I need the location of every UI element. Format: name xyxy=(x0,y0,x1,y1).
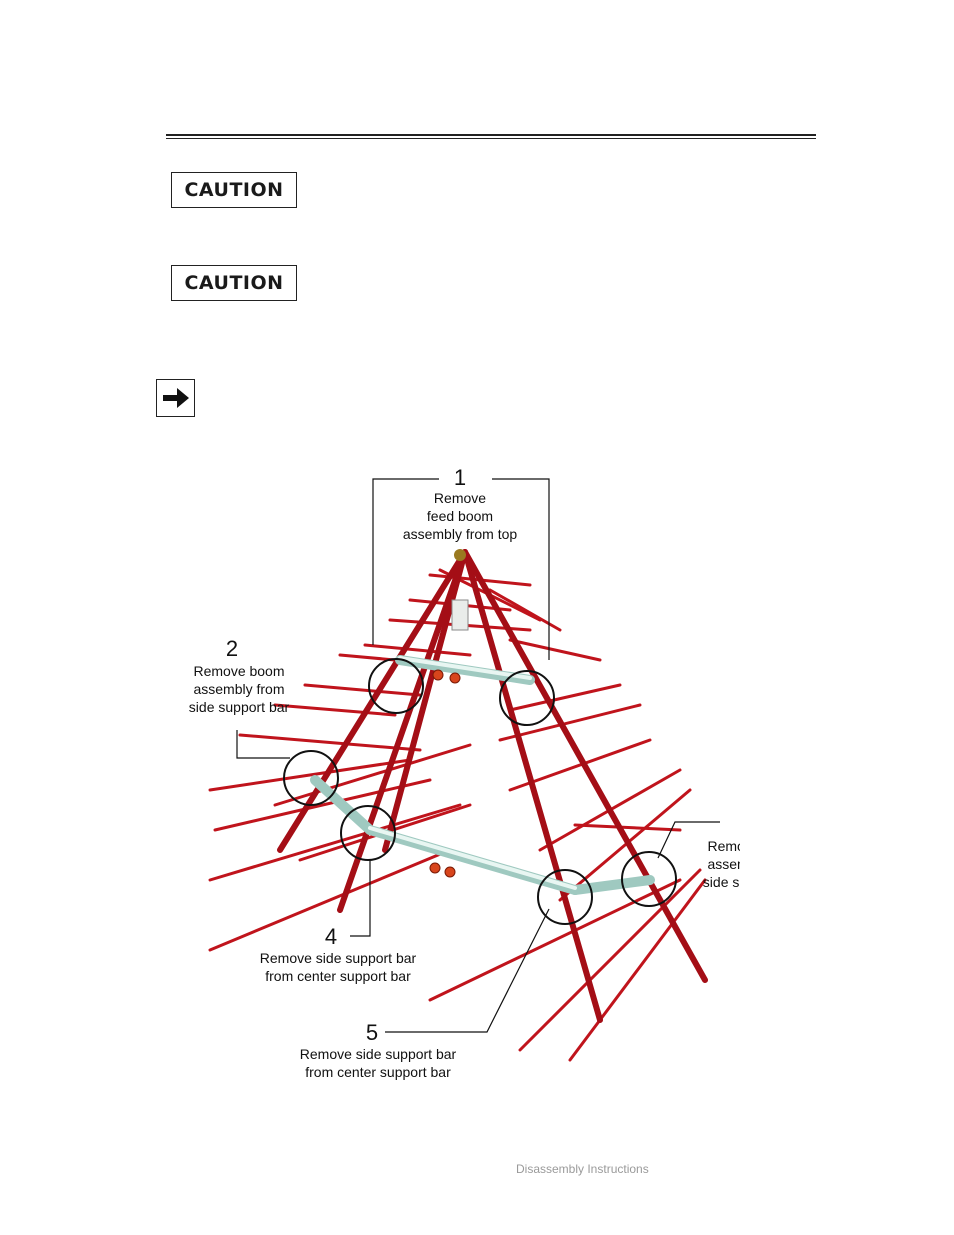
callout-3-line-3: side support bar xyxy=(703,874,740,890)
callout-2-line-1: Remove boom xyxy=(193,663,284,679)
callout-1-line-1: Remove xyxy=(434,490,486,506)
antenna-disassembly-figure: 1 Remove feed boom assembly from top 2 R… xyxy=(180,460,804,1100)
callout-3-line-2: assembly from xyxy=(707,856,740,872)
callout-1-line-3: assembly from top xyxy=(403,526,518,542)
callout-circles xyxy=(283,658,677,925)
callout-1-number: 1 xyxy=(454,465,466,490)
callout-4-number: 4 xyxy=(325,924,337,949)
footer-text: Disassembly Instructions xyxy=(516,1162,649,1176)
antenna-elements xyxy=(208,568,707,1062)
caution-label-1: CAUTION xyxy=(171,172,297,208)
callout-1-line-2: feed boom xyxy=(427,508,493,524)
feed-boom-assembly xyxy=(451,549,469,631)
callout-2-line-2: assembly from xyxy=(193,681,284,697)
callout-5-line-1: Remove side support bar xyxy=(300,1046,457,1062)
callout-3-line-1: Remove boom xyxy=(707,838,740,854)
insulator-caps xyxy=(429,669,461,878)
callout-4-line-1: Remove side support bar xyxy=(260,950,417,966)
callout-2-number: 2 xyxy=(226,636,238,661)
callout-2-line-3: side support bar xyxy=(189,699,290,715)
callout-5-number: 5 xyxy=(366,1020,378,1045)
header-rule-thin xyxy=(166,138,816,139)
callout-5-line-2: from center support bar xyxy=(305,1064,451,1080)
support-bars xyxy=(310,655,655,895)
caution-label-2: CAUTION xyxy=(171,265,297,301)
header-rule-thick xyxy=(166,134,816,136)
arrow-right-icon xyxy=(156,379,195,417)
callout-4-line-2: from center support bar xyxy=(265,968,411,984)
leader-lines xyxy=(236,478,720,1033)
